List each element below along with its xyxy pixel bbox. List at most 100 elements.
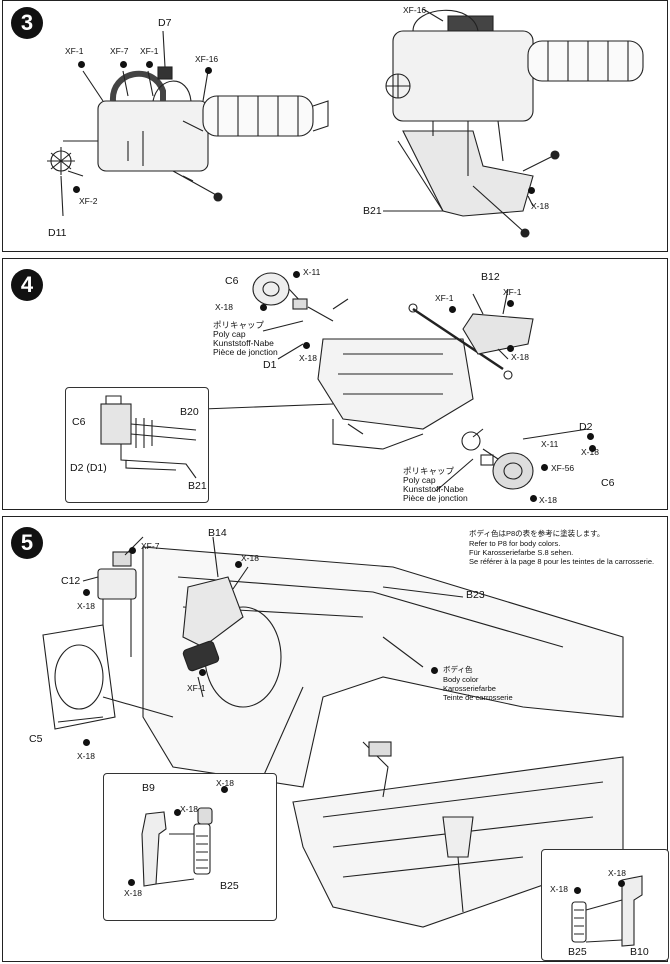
polycap2-jp: ポリキャップ	[403, 466, 455, 476]
paint-dot-icon	[120, 61, 127, 68]
label-b25-a: B25	[220, 880, 239, 892]
label-x18-c: X-18	[77, 751, 95, 761]
paint-dot-icon	[449, 306, 456, 313]
inset-label-b21: B21	[188, 480, 207, 492]
paint-dot-icon	[303, 342, 310, 349]
note-jp: ボディ色はP8の表を参考に塗装します。	[469, 529, 605, 538]
paint-dot-icon	[541, 464, 548, 471]
detail-inset: C6 B20 D2 (D1) B21	[65, 387, 209, 503]
label-b10: B10	[630, 946, 649, 958]
label-d1: D1	[263, 359, 277, 371]
label-xf7: XF-7	[110, 46, 129, 56]
detail-inset-left: B9 X-18 X-18 X-18 B25	[103, 773, 277, 921]
paint-dot-icon	[507, 345, 514, 352]
step-4-drawing	[202, 272, 589, 492]
detail-inset-right: X-18 X-18 B25 B10	[541, 849, 669, 961]
inset-label-b20: B20	[180, 406, 199, 418]
inset-label-c6: C6	[72, 416, 86, 428]
label-b9: B9	[142, 782, 155, 794]
label-xf7: XF-7	[141, 541, 160, 551]
paint-dot-icon	[83, 589, 90, 596]
polycap-de: Kunststoff-Nabe	[213, 338, 274, 348]
inset-left-drawing	[141, 807, 213, 887]
label-x18-last: X-18	[539, 495, 557, 505]
label-x18-top: X-18	[215, 302, 233, 312]
note-de: Für Karosseriefarbe S.8 sehen.	[469, 548, 574, 557]
label-xf1: XF-1	[187, 683, 206, 693]
body-color-jp: ボディ色	[443, 665, 473, 674]
polycap2-de: Kunststoff-Nabe	[403, 484, 464, 494]
paint-dot-icon	[235, 561, 242, 568]
polycap-en: Poly cap	[213, 329, 246, 339]
paint-dot-icon	[174, 809, 181, 816]
step-5-panel: 5 ボディ色はP8	[2, 516, 669, 962]
label-x18-b: X-18	[77, 601, 95, 611]
polycap2-fr: Pièce de jonction	[403, 493, 468, 503]
polycap-jp: ポリキャップ	[213, 320, 265, 330]
label-b23: B23	[466, 589, 485, 601]
paint-dot-icon	[221, 786, 228, 793]
label-x18-h: X-18	[608, 868, 626, 878]
label-b25-b: B25	[568, 946, 587, 958]
paint-dot-icon	[73, 186, 80, 193]
label-d7: D7	[158, 17, 172, 29]
step-3-drawing	[47, 8, 644, 238]
label-x18-mid: X-18	[299, 353, 317, 363]
label-x18-bottom: X-18	[581, 447, 599, 457]
paint-dot-icon	[128, 879, 135, 886]
label-x18-a: X-18	[241, 553, 259, 563]
paint-dot-icon	[528, 187, 535, 194]
label-xf1-b: XF-1	[503, 287, 522, 297]
step-5-drawing	[42, 536, 624, 928]
label-xf1-b: XF-1	[140, 46, 159, 56]
inset-drawing	[100, 395, 197, 479]
label-x11-bottom: X-11	[541, 439, 559, 449]
label-xf16-a: XF-16	[195, 54, 219, 64]
polycap2-en: Poly cap	[403, 475, 436, 485]
label-xf1-a: XF-1	[435, 293, 454, 303]
label-x18-f: X-18	[124, 888, 142, 898]
label-x18-g: X-18	[550, 884, 568, 894]
label-x11-top: X-11	[303, 267, 321, 277]
label-d2: D2	[579, 421, 593, 433]
inset-right-drawing	[571, 875, 643, 947]
label-x18: X-18	[531, 201, 549, 211]
step-5-number: 5	[11, 527, 43, 559]
polycap-fr: Pièce de jonction	[213, 347, 278, 357]
label-xf1-a: XF-1	[65, 46, 84, 56]
label-c5: C5	[29, 733, 43, 745]
paint-dot-icon	[199, 669, 206, 676]
paint-dot-icon	[589, 445, 596, 452]
paint-dot-icon	[507, 300, 514, 307]
paint-dot-icon	[260, 304, 267, 311]
label-xf2: XF-2	[79, 196, 98, 206]
label-b14: B14	[208, 527, 227, 539]
body-color-en: Body color	[443, 675, 479, 684]
step-4-panel: 4	[2, 258, 668, 510]
label-b12: B12	[481, 271, 500, 283]
inset-label-d2d1: D2 (D1)	[70, 462, 107, 474]
body-color-fr: Teinte de carrosserie	[443, 693, 513, 702]
paint-dot-icon	[146, 61, 153, 68]
step-4-number: 4	[11, 269, 43, 301]
paint-dot-icon	[78, 61, 85, 68]
body-color-de: Karosseriefarbe	[443, 684, 496, 693]
label-xf16-b: XF-16	[403, 5, 427, 15]
label-b21: B21	[363, 205, 382, 217]
label-c6-bottom: C6	[601, 477, 615, 489]
label-x18-d: X-18	[216, 778, 234, 788]
paint-dot-icon	[574, 887, 581, 894]
label-c6-top: C6	[225, 275, 239, 287]
label-x18-right: X-18	[511, 352, 529, 362]
note-en: Refer to P8 for body colors.	[469, 539, 561, 548]
paint-dot-icon	[618, 880, 625, 887]
paint-dot-icon	[530, 495, 537, 502]
label-c12: C12	[61, 575, 81, 587]
step-3-number: 3	[11, 7, 43, 39]
step-3-panel: 3	[2, 0, 668, 252]
paint-dot-icon	[587, 433, 594, 440]
paint-dot-icon	[293, 271, 300, 278]
paint-dot-icon	[129, 547, 136, 554]
label-xf56: XF-56	[551, 463, 575, 473]
paint-dot-icon	[83, 739, 90, 746]
